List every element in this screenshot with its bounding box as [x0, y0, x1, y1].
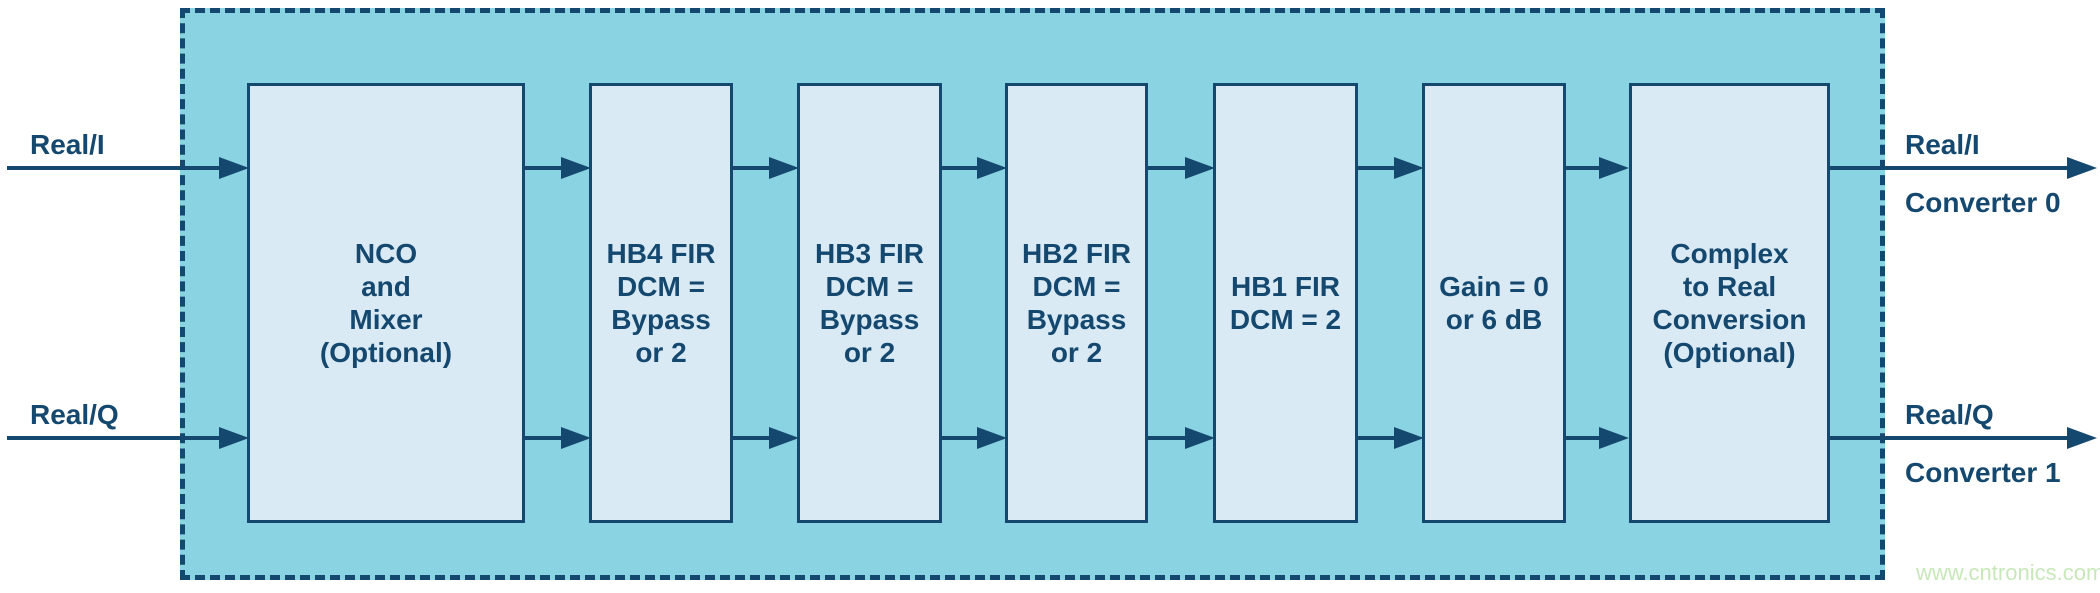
arrow-hb3-to-hb2-top	[942, 157, 1007, 179]
block-nco-mixer-label: NCO and Mixer (Optional)	[319, 238, 453, 368]
arrow-gain-to-complex-top	[1566, 157, 1629, 179]
arrow-hb3-to-hb2-bottom	[942, 427, 1007, 449]
block-hb3-fir: HB3 FIR DCM = Bypass or 2	[797, 83, 942, 523]
arrow-input-i	[7, 157, 249, 179]
block-complex-to-real: Complex to Real Conversion (Optional)	[1629, 83, 1830, 523]
arrow-hb2-to-hb1-top	[1148, 157, 1215, 179]
arrow-input-q	[7, 427, 249, 449]
block-hb4-fir-label: HB4 FIR DCM = Bypass or 2	[606, 238, 716, 368]
arrow-hb4-to-hb3-top	[733, 157, 799, 179]
input-label-real-i: Real/I	[30, 129, 105, 160]
block-complex-to-real-label: Complex to Real Conversion (Optional)	[1652, 238, 1807, 368]
block-hb1-fir-label: HB1 FIR DCM = 2	[1229, 271, 1342, 335]
output-label-real-i: Real/I	[1905, 129, 1980, 160]
arrow-hb1-to-gain-bottom	[1358, 427, 1424, 449]
arrow-gain-to-complex-bottom	[1566, 427, 1629, 449]
block-gain: Gain = 0 or 6 dB	[1422, 83, 1566, 523]
block-hb3-fir-label: HB3 FIR DCM = Bypass or 2	[815, 238, 924, 368]
arrow-hb1-to-gain-top	[1358, 157, 1424, 179]
arrow-nco-to-hb4-bottom	[525, 427, 591, 449]
block-hb1-fir: HB1 FIR DCM = 2	[1213, 83, 1358, 523]
arrow-hb4-to-hb3-bottom	[733, 427, 799, 449]
output-label-converter-1: Converter 1	[1905, 457, 2061, 488]
block-gain-label: Gain = 0 or 6 dB	[1439, 271, 1549, 335]
block-hb2-fir: HB2 FIR DCM = Bypass or 2	[1005, 83, 1148, 523]
block-hb4-fir: HB4 FIR DCM = Bypass or 2	[589, 83, 733, 523]
watermark-text: www.cntronics.com	[1916, 560, 2100, 585]
block-nco-mixer: NCO and Mixer (Optional)	[247, 83, 525, 523]
arrow-output-q	[1830, 427, 2097, 449]
output-label-converter-0: Converter 0	[1905, 187, 2061, 218]
block-hb2-fir-label: HB2 FIR DCM = Bypass or 2	[1022, 238, 1131, 368]
arrow-output-i	[1830, 157, 2097, 179]
input-label-real-q: Real/Q	[30, 399, 119, 430]
arrow-hb2-to-hb1-bottom	[1148, 427, 1215, 449]
output-label-real-q: Real/Q	[1905, 399, 1994, 430]
arrow-nco-to-hb4-top	[525, 157, 591, 179]
